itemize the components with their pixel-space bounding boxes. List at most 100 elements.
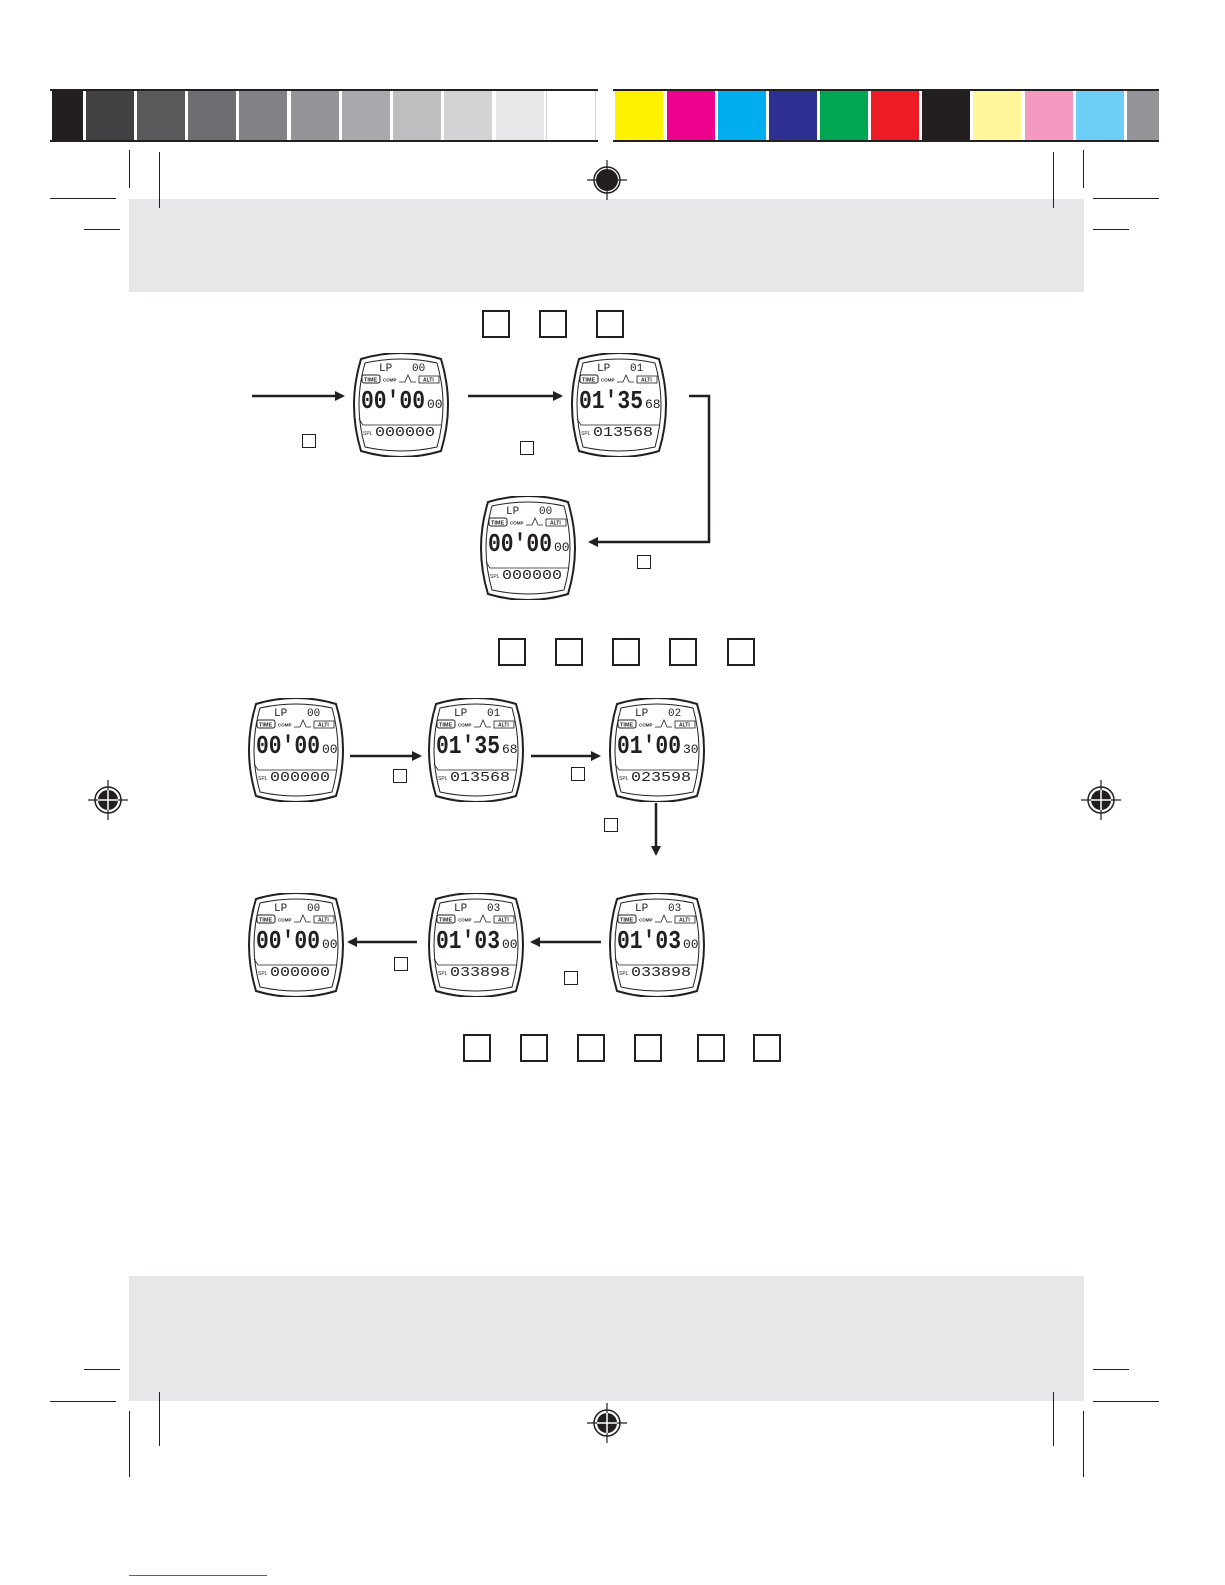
alti-label: ALTI bbox=[641, 378, 652, 384]
lp-label: LP bbox=[635, 708, 649, 720]
alti-label: ALTI bbox=[318, 918, 329, 924]
time-label: TIME bbox=[439, 918, 452, 924]
lp-label: LP bbox=[454, 708, 468, 720]
watch-display: LP 00 TIME COMP ALTI 00'00 00 SPL 000000 bbox=[248, 893, 344, 997]
spl-label: SPL bbox=[581, 431, 591, 437]
crop-mark bbox=[50, 198, 116, 199]
gray-swatch bbox=[342, 91, 390, 141]
header-band bbox=[129, 199, 1084, 292]
hundredths-digits: 00 bbox=[683, 937, 699, 952]
button-press-box bbox=[637, 555, 651, 569]
spl-label: SPL bbox=[438, 971, 448, 977]
watch-display: LP 02 TIME COMP ALTI 01'00 30 SPL 023598 bbox=[609, 698, 705, 802]
registration-mark-icon bbox=[587, 160, 627, 200]
split-time-digits: 000000 bbox=[270, 770, 330, 786]
watch-display: LP 01 TIME COMP ALTI 01'35 68 SPL 013568 bbox=[571, 353, 667, 457]
color-swatch bbox=[922, 91, 970, 141]
comp-label: COMP bbox=[639, 918, 653, 923]
comp-label: COMP bbox=[383, 378, 397, 383]
spl-label: SPL bbox=[258, 776, 268, 782]
gray-swatch bbox=[291, 91, 339, 141]
lap-number: 01 bbox=[487, 708, 501, 720]
registration-mark-icon bbox=[587, 1403, 627, 1443]
lp-label: LP bbox=[635, 903, 649, 915]
time-label: TIME bbox=[439, 723, 452, 729]
gray-swatch bbox=[239, 91, 287, 141]
split-time-digits: 000000 bbox=[375, 425, 435, 441]
button-symbol-box bbox=[555, 638, 583, 666]
color-swatch bbox=[871, 91, 919, 141]
lap-number: 00 bbox=[539, 506, 552, 518]
lp-label: LP bbox=[597, 363, 611, 375]
crop-mark bbox=[1083, 1411, 1084, 1477]
watch-bezel bbox=[609, 893, 705, 997]
hundredths-digits: 00 bbox=[322, 742, 338, 757]
crop-mark bbox=[159, 1392, 160, 1446]
hundredths-digits: 00 bbox=[322, 937, 338, 952]
color-swatch bbox=[1076, 91, 1124, 141]
crop-mark bbox=[1093, 198, 1159, 199]
watch-bezel bbox=[480, 496, 576, 600]
time-label: TIME bbox=[259, 918, 272, 924]
lp-label: LP bbox=[454, 903, 468, 915]
color-swatch bbox=[615, 91, 663, 141]
gray-swatch bbox=[393, 91, 441, 141]
split-time-digits: 013568 bbox=[593, 425, 653, 441]
lap-number: 00 bbox=[412, 363, 425, 375]
main-time-digits: 00'00 bbox=[256, 731, 320, 761]
comp-label: COMP bbox=[278, 723, 292, 728]
gray-swatch bbox=[137, 91, 185, 141]
comp-label: COMP bbox=[510, 521, 524, 526]
lp-label: LP bbox=[274, 708, 288, 720]
registration-mark-icon bbox=[88, 780, 128, 820]
watch-bezel bbox=[248, 698, 344, 802]
comp-label: COMP bbox=[278, 918, 292, 923]
main-time-digits: 00'00 bbox=[361, 386, 425, 416]
spl-label: SPL bbox=[490, 574, 500, 580]
watch-bezel bbox=[248, 893, 344, 997]
hundredths-digits: 00 bbox=[427, 397, 443, 412]
gray-swatch bbox=[444, 91, 492, 141]
registration-mark-icon bbox=[1081, 780, 1121, 820]
button-symbol-box bbox=[520, 1034, 548, 1062]
comp-label: COMP bbox=[458, 723, 472, 728]
comp-label: COMP bbox=[639, 723, 653, 728]
time-label: TIME bbox=[259, 723, 272, 729]
watch-display: LP 01 TIME COMP ALTI 01'35 68 SPL 013568 bbox=[428, 698, 524, 802]
alti-label: ALTI bbox=[498, 918, 509, 924]
color-swatch bbox=[718, 91, 766, 141]
time-label: TIME bbox=[582, 378, 595, 384]
gray-swatch bbox=[496, 91, 544, 141]
alti-label: ALTI bbox=[498, 723, 509, 729]
button-press-box bbox=[302, 434, 316, 448]
main-time-digits: 01'03 bbox=[436, 926, 500, 956]
button-symbol-box bbox=[727, 638, 755, 666]
crop-mark bbox=[84, 1369, 120, 1370]
time-label: TIME bbox=[364, 378, 377, 384]
lp-label: LP bbox=[506, 506, 520, 518]
button-symbol-box bbox=[577, 1034, 605, 1062]
bar-frame bbox=[50, 89, 598, 142]
button-press-box bbox=[394, 957, 408, 971]
hundredths-digits: 00 bbox=[554, 540, 570, 555]
watch-bezel bbox=[571, 353, 667, 457]
lap-number: 03 bbox=[668, 903, 681, 915]
crop-mark bbox=[1093, 1369, 1129, 1370]
alti-label: ALTI bbox=[318, 723, 329, 729]
button-press-box bbox=[571, 767, 585, 781]
lap-number: 00 bbox=[307, 708, 320, 720]
crop-mark bbox=[1093, 229, 1129, 230]
color-swatch bbox=[1127, 91, 1159, 141]
crop-mark bbox=[50, 1401, 116, 1402]
spl-label: SPL bbox=[258, 971, 268, 977]
crop-mark bbox=[1053, 1392, 1054, 1446]
lap-number: 02 bbox=[668, 708, 681, 720]
bar-frame bbox=[613, 89, 1159, 142]
lap-number: 01 bbox=[630, 363, 644, 375]
main-time-digits: 01'35 bbox=[436, 731, 500, 761]
watch-bezel bbox=[428, 893, 524, 997]
watch-display: LP 03 TIME COMP ALTI 01'03 00 SPL 033898 bbox=[609, 893, 705, 997]
alti-label: ALTI bbox=[423, 378, 434, 384]
button-symbol-box bbox=[669, 638, 697, 666]
spl-label: SPL bbox=[438, 776, 448, 782]
